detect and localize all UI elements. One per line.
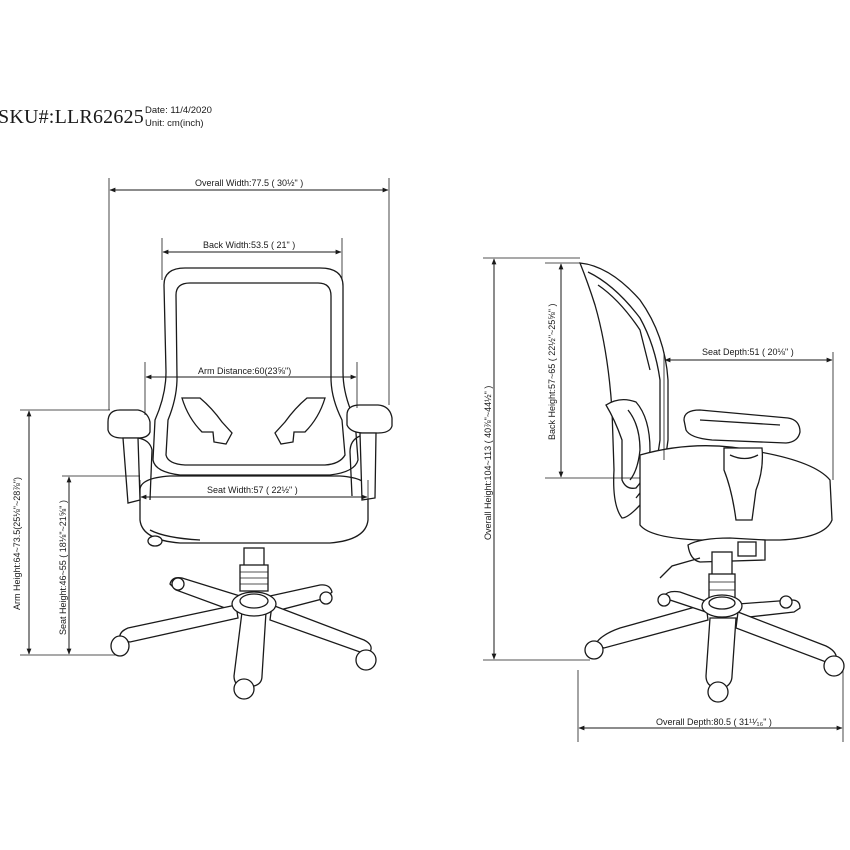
overall-depth-label: Overall Depth:80.5 ( 31¹¹⁄₁₆" ) xyxy=(656,717,772,727)
side-dimension-lines xyxy=(483,257,844,742)
overall-height-label: Overall Height:104~113 ( 40⅞"~44½" ) xyxy=(483,386,493,540)
seat-height-label: Seat Height:46~55 ( 18⅛"~21⅝" ) xyxy=(58,500,68,635)
unit-label: Unit: cm(inch) xyxy=(145,118,204,129)
front-chair-drawing xyxy=(107,267,393,700)
seat-width-label: Seat Width:57 ( 22½" ) xyxy=(207,485,298,495)
overall-width-label: Overall Width:77.5 ( 30½" ) xyxy=(195,178,303,188)
arm-distance-label: Arm Distance:60(23⅝") xyxy=(198,366,291,376)
arm-height-label: Arm Height:64~73.5(25⅛"~28⅞") xyxy=(12,477,22,610)
sku-label: SKU#:LLR62625 xyxy=(0,106,144,128)
seat-depth-label: Seat Depth:51 ( 20⅛" ) xyxy=(702,347,794,357)
date-label: Date: 11/4/2020 xyxy=(145,105,212,116)
front-dimension-lines xyxy=(20,178,390,656)
side-chair-drawing xyxy=(578,262,845,703)
back-width-label: Back Width:53.5 ( 21" ) xyxy=(203,240,295,250)
back-height-label: Back Height:57~65 ( 22½"~25⅝" ) xyxy=(547,304,557,440)
